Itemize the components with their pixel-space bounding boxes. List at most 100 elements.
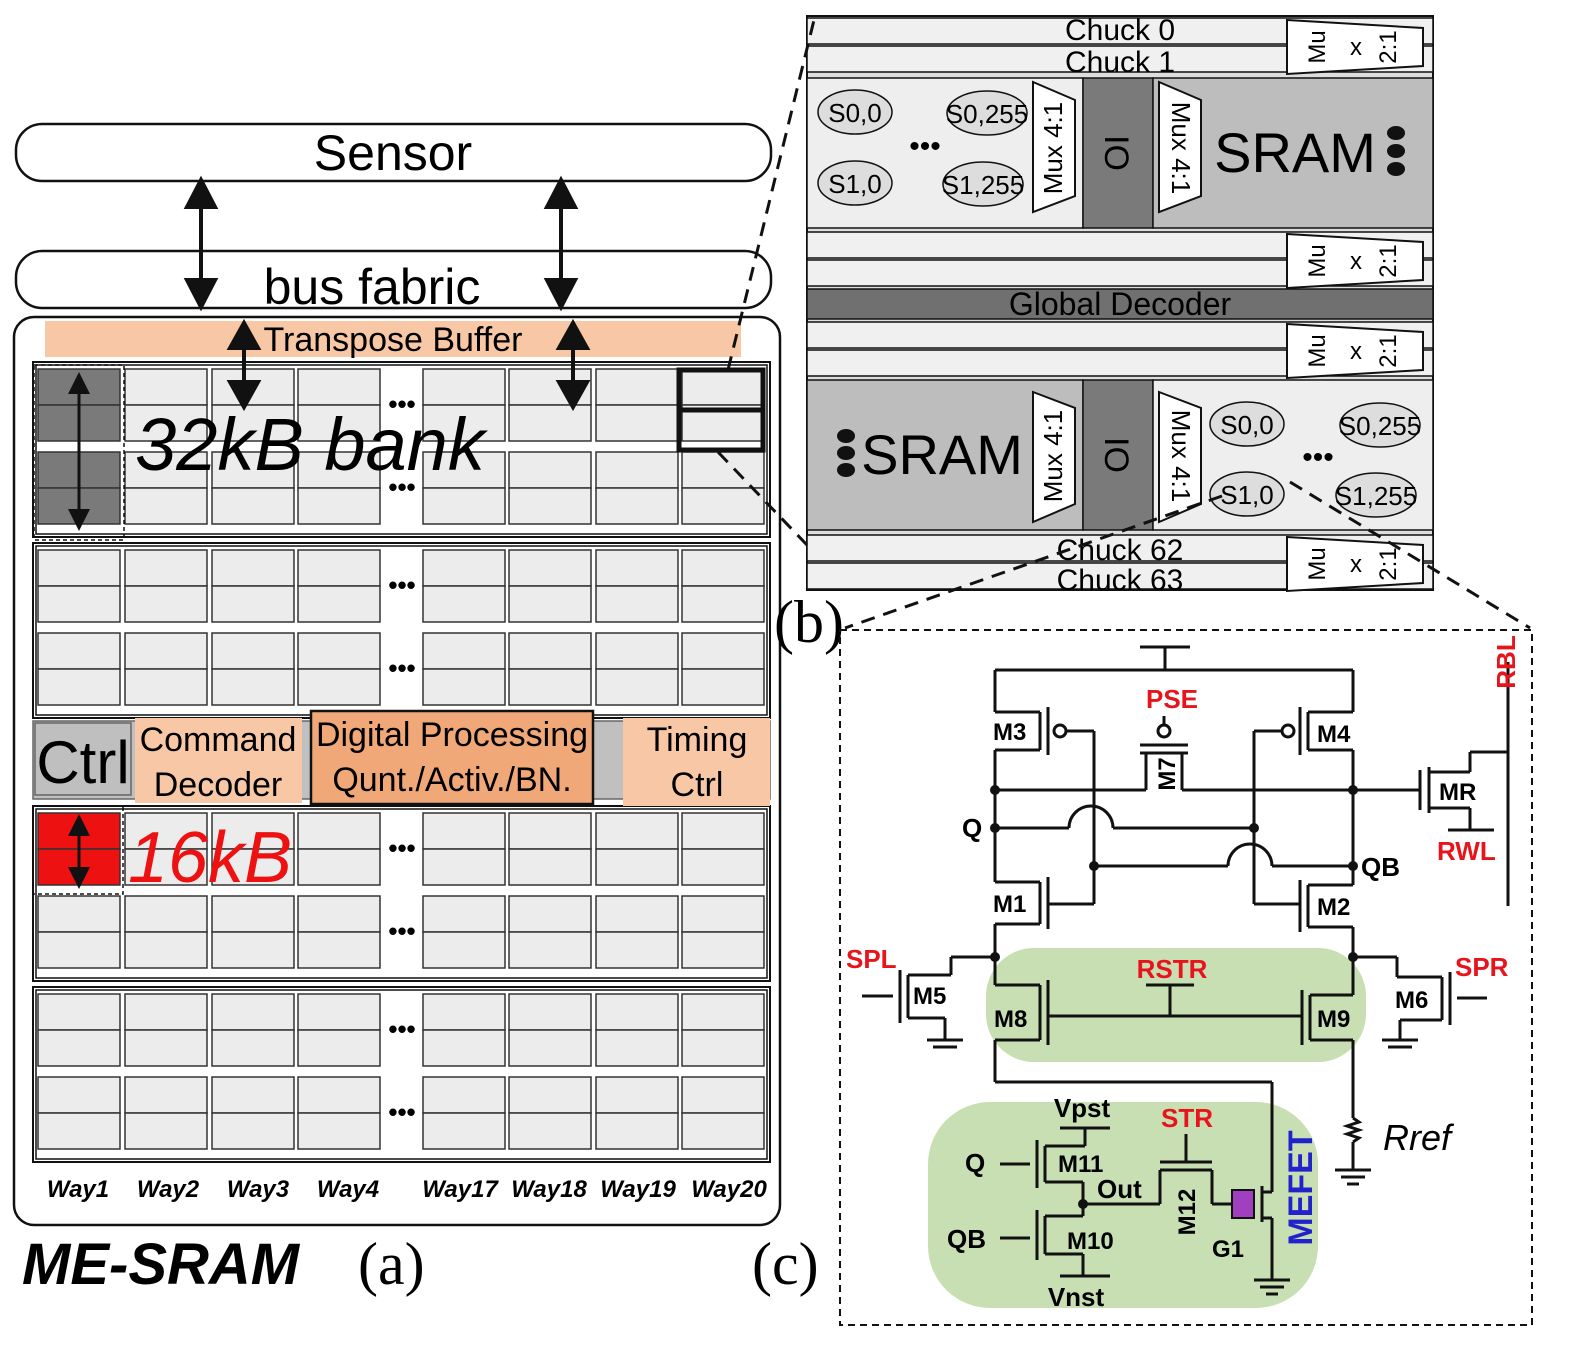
bank-subarray-bottom — [124, 585, 208, 623]
bank-subarray-top — [422, 895, 506, 933]
bank-subarray-bottom — [508, 668, 592, 706]
way-label: Way4 — [317, 1176, 379, 1203]
bank-subarray-bottom — [297, 404, 381, 442]
m11-label: M11 — [1058, 1151, 1103, 1178]
bank-subarray-top — [297, 895, 381, 933]
bank-subarray-bottom — [422, 668, 506, 706]
upper-cell-dots: ••• — [909, 130, 941, 163]
g1-label: G1 — [1212, 1236, 1244, 1263]
bank-subarray-top — [508, 993, 592, 1031]
bank-subarray-bottom — [211, 1112, 295, 1150]
bank-subarray-top — [124, 632, 208, 670]
lower-left-mux — [1032, 390, 1076, 524]
bank-subarray-bottom — [297, 487, 381, 525]
sensor-label: Sensor — [314, 125, 472, 181]
bank-subarray-bottom — [681, 585, 765, 623]
m9-label: M9 — [1317, 1006, 1350, 1033]
mux-2to1-x: x — [1350, 551, 1362, 578]
bank-subarray-bottom — [422, 404, 506, 442]
mux-2to1-mu: Mu — [1304, 547, 1331, 580]
data-arrows — [183, 175, 591, 412]
bank-subarray-top — [595, 549, 679, 587]
bank-subarray-bottom — [508, 487, 592, 525]
way-label: Way2 — [137, 1176, 200, 1203]
bank-subarray-bottom — [681, 668, 765, 706]
timing-ctrl-line2: Ctrl — [671, 766, 724, 804]
bank-subarray-bottom — [124, 487, 208, 525]
bank-subarray-top — [422, 451, 506, 489]
pse-label: PSE — [1146, 684, 1198, 714]
cell-s0255-label: S0,255 — [946, 99, 1028, 129]
bank-subarray-top — [508, 895, 592, 933]
bank-ellipsis: ••• — [388, 1014, 415, 1044]
upper-io — [1082, 77, 1154, 229]
cell-s1255-label: S1,255 — [942, 170, 1024, 200]
bank-ellipsis: ••• — [388, 570, 415, 600]
bank-subarray-bottom — [124, 1029, 208, 1067]
m12-label: M12 — [1174, 1189, 1201, 1236]
bank-ellipsis: ••• — [388, 833, 415, 863]
bank-subarray-bottom — [37, 931, 121, 969]
mux-2to1-mu: Mu — [1304, 334, 1331, 367]
me-sram-title: ME-SRAM — [22, 1232, 301, 1297]
bank-subarray-bottom — [422, 487, 506, 525]
lower-left-mux-label: Mux 4:1 — [1038, 410, 1068, 503]
bank-subarray-top — [124, 451, 208, 489]
bank-ellipsis: ••• — [388, 653, 415, 683]
bus-fabric-label: bus fabric — [264, 259, 481, 315]
panel-b-tag: (b) — [774, 589, 844, 655]
sub-highlight-frame — [32, 805, 124, 895]
transpose-buffer-label: Transpose Buffer — [264, 321, 523, 359]
bank-subarray-top — [37, 549, 121, 587]
command-decoder-box — [135, 718, 302, 803]
bank-subarray-bottom — [124, 1112, 208, 1150]
bank-subarray-top — [124, 1076, 208, 1114]
bank-subarray-bottom — [211, 487, 295, 525]
bank-subarray-bottom — [297, 668, 381, 706]
node-labels: Q QB Vpst Vnst Out Q QB — [947, 813, 1400, 1312]
bank-subarray-top — [681, 895, 765, 933]
bank-subarray-top — [297, 549, 381, 587]
bank-subarray-top — [37, 1076, 121, 1114]
transistor-labels: M3 M4 M7 M1 M2 M5 M6 M8 M9 MR M11 M10 M1… — [913, 719, 1476, 1263]
signal-labels: PSE RBL RWL SPL SPR RSTR STR — [846, 635, 1521, 1133]
bank-subarray-bottom — [211, 931, 295, 969]
bank-subarray-bottom — [422, 931, 506, 969]
bank-subarray-top — [124, 993, 208, 1031]
lower-right-mux-label: Mux 4:1 — [1166, 410, 1196, 503]
bank-subarray-bottom — [681, 931, 765, 969]
bank-grid: •••••••••••••••••••••••• — [32, 361, 771, 1163]
mux-2to1-x: x — [1350, 248, 1362, 275]
cell-s10-label: S1,0 — [828, 169, 882, 199]
digital-processing-line2: Qunt./Activ./BN. — [332, 761, 571, 799]
chuck63-label: Chuck 63 — [1057, 564, 1184, 597]
bank-subarray-bottom — [422, 1029, 506, 1067]
bank-subarray-top — [508, 632, 592, 670]
bank-subarray-top — [595, 368, 679, 406]
bank-subarray-bottom — [508, 931, 592, 969]
mefet-gate — [1231, 1189, 1255, 1219]
bank-frame — [32, 361, 771, 538]
timing-ctrl-box — [623, 718, 770, 806]
way-label: Way3 — [227, 1176, 290, 1203]
zoom-lines — [716, 15, 1531, 630]
out-label: Out — [1097, 1174, 1142, 1204]
m5-label: M5 — [913, 983, 946, 1010]
spr-label: SPR — [1455, 952, 1509, 982]
bank-frame — [32, 986, 771, 1163]
bank-subarray-top — [681, 368, 765, 406]
mux-2to1-x: x — [1350, 338, 1362, 365]
mux-2to1 — [1286, 535, 1424, 593]
bank-subarray-bottom — [595, 1112, 679, 1150]
way-label: Way17 — [422, 1176, 499, 1203]
bank-subarray-bottom — [595, 931, 679, 969]
bank-subarray-bottom — [681, 848, 765, 886]
column-arrow-down — [68, 509, 90, 531]
bank-subarray-top — [297, 1076, 381, 1114]
upper-right-mux — [1158, 80, 1202, 214]
bank-subarray-bottom — [422, 585, 506, 623]
spl-label: SPL — [846, 944, 897, 974]
m10-label: M10 — [1067, 1228, 1114, 1255]
